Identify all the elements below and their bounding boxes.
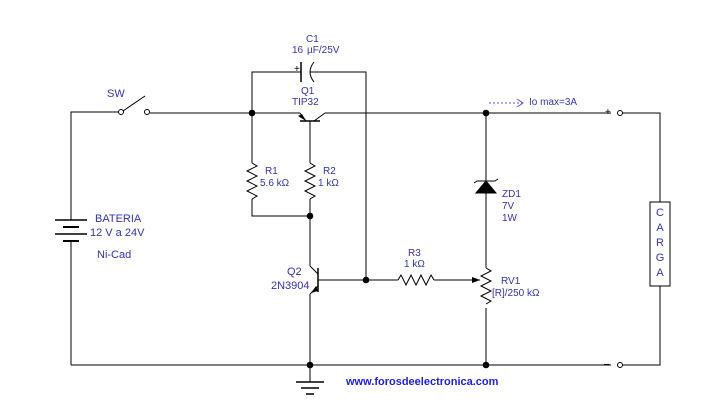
switch-sw xyxy=(118,95,150,115)
c1-value-unit: µF/25V xyxy=(307,45,340,56)
terminal-minus-label: – xyxy=(604,359,610,370)
resistor-r1 xyxy=(245,162,259,200)
battery-symbol xyxy=(55,219,87,246)
load-letter-5: A xyxy=(656,267,664,279)
load-letter-1: C xyxy=(656,207,664,219)
capacitor-c1 xyxy=(300,61,315,83)
q1-part: TIP32 xyxy=(292,97,319,108)
zener-zd1 xyxy=(473,178,499,194)
r2-ref: R2 xyxy=(323,166,336,177)
wire-c1-left xyxy=(251,71,301,113)
potentiometer-rv1 xyxy=(479,267,493,305)
terminal-minus xyxy=(617,362,623,368)
r3-value: 1 kΩ xyxy=(404,259,425,270)
zd1-power: 1W xyxy=(502,213,517,224)
terminal-plus xyxy=(617,110,623,116)
q2-ref: Q2 xyxy=(287,266,302,278)
c1-plus-sign: + xyxy=(294,64,300,75)
transistor-q1 xyxy=(299,112,326,130)
load-letter-2: A xyxy=(656,222,664,234)
battery-type: Ni-Cad xyxy=(97,249,132,261)
current-label: Io max=3A xyxy=(529,97,578,108)
resistor-r2 xyxy=(303,162,317,200)
wire-left-top xyxy=(70,111,118,220)
zd1-ref: ZD1 xyxy=(502,189,521,200)
ground-symbol xyxy=(296,365,324,395)
footer-url[interactable]: www.forosdeelectronica.com xyxy=(346,376,499,388)
rv1-wiper-arrow xyxy=(472,277,480,283)
sw-label: SW xyxy=(107,88,125,100)
load-letter-4: G xyxy=(655,252,665,264)
battery-voltage: 12 V a 24V xyxy=(90,227,145,239)
transistor-q2 xyxy=(309,265,366,295)
zd1-voltage: 7V xyxy=(502,201,515,212)
q1-emitter-arrow xyxy=(298,114,306,121)
c1-ref: C1 xyxy=(306,34,319,45)
q2-emitter-arrow xyxy=(311,286,318,293)
r1-value: 5.6 kΩ xyxy=(260,178,290,189)
r3-ref: R3 xyxy=(408,248,421,259)
q1-ref: Q1 xyxy=(301,86,315,97)
r1-ref: R1 xyxy=(265,166,278,177)
terminal-plus-label: + xyxy=(605,107,611,118)
current-arrow xyxy=(489,98,524,108)
load-box xyxy=(649,201,671,287)
battery-name: BATERIA xyxy=(95,213,142,225)
r2-value: 1 kΩ xyxy=(318,178,339,189)
c1-value-number: 16 xyxy=(292,45,304,56)
wire-c1-right xyxy=(310,71,367,280)
rv1-value: [R]/250 kΩ xyxy=(492,288,540,299)
load-letter-3: R xyxy=(656,237,664,249)
rv1-ref: RV1 xyxy=(501,276,521,287)
resistor-r3 xyxy=(397,273,435,287)
q2-part: 2N3904 xyxy=(271,280,310,292)
